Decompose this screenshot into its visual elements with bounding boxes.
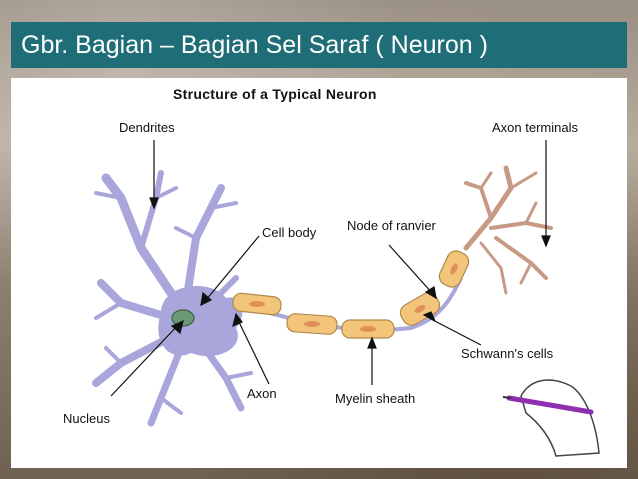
- axon-terminals-drawing: [463, 165, 553, 295]
- label-axon-terminals: Axon terminals: [492, 120, 578, 135]
- label-cell-body: Cell body: [262, 225, 317, 240]
- schwann-nuclei: [249, 263, 458, 332]
- diagram-title: Structure of a Typical Neuron: [173, 86, 377, 102]
- cell-body-shape: [158, 286, 243, 357]
- label-dendrites: Dendrites: [119, 120, 175, 135]
- label-myelin-sheath: Myelin sheath: [335, 391, 416, 406]
- diagram-panel: Structure of a Typical Neuron Dendrites …: [11, 78, 627, 468]
- hand-pen-icon: [502, 379, 600, 457]
- slide-title-bar: Gbr. Bagian – Bagian Sel Saraf ( Neuron …: [11, 22, 627, 68]
- label-axon: Axon: [247, 386, 277, 401]
- label-schwanns-cells: Schwann's cells: [461, 346, 554, 361]
- slide-title: Gbr. Bagian – Bagian Sel Saraf ( Neuron …: [21, 30, 488, 59]
- pointer-lines: [110, 140, 551, 397]
- label-nucleus: Nucleus: [63, 411, 110, 426]
- neuron-diagram: [92, 140, 600, 457]
- label-node-of-ranvier: Node of ranvier: [347, 218, 436, 233]
- nucleus-shape: [171, 309, 195, 327]
